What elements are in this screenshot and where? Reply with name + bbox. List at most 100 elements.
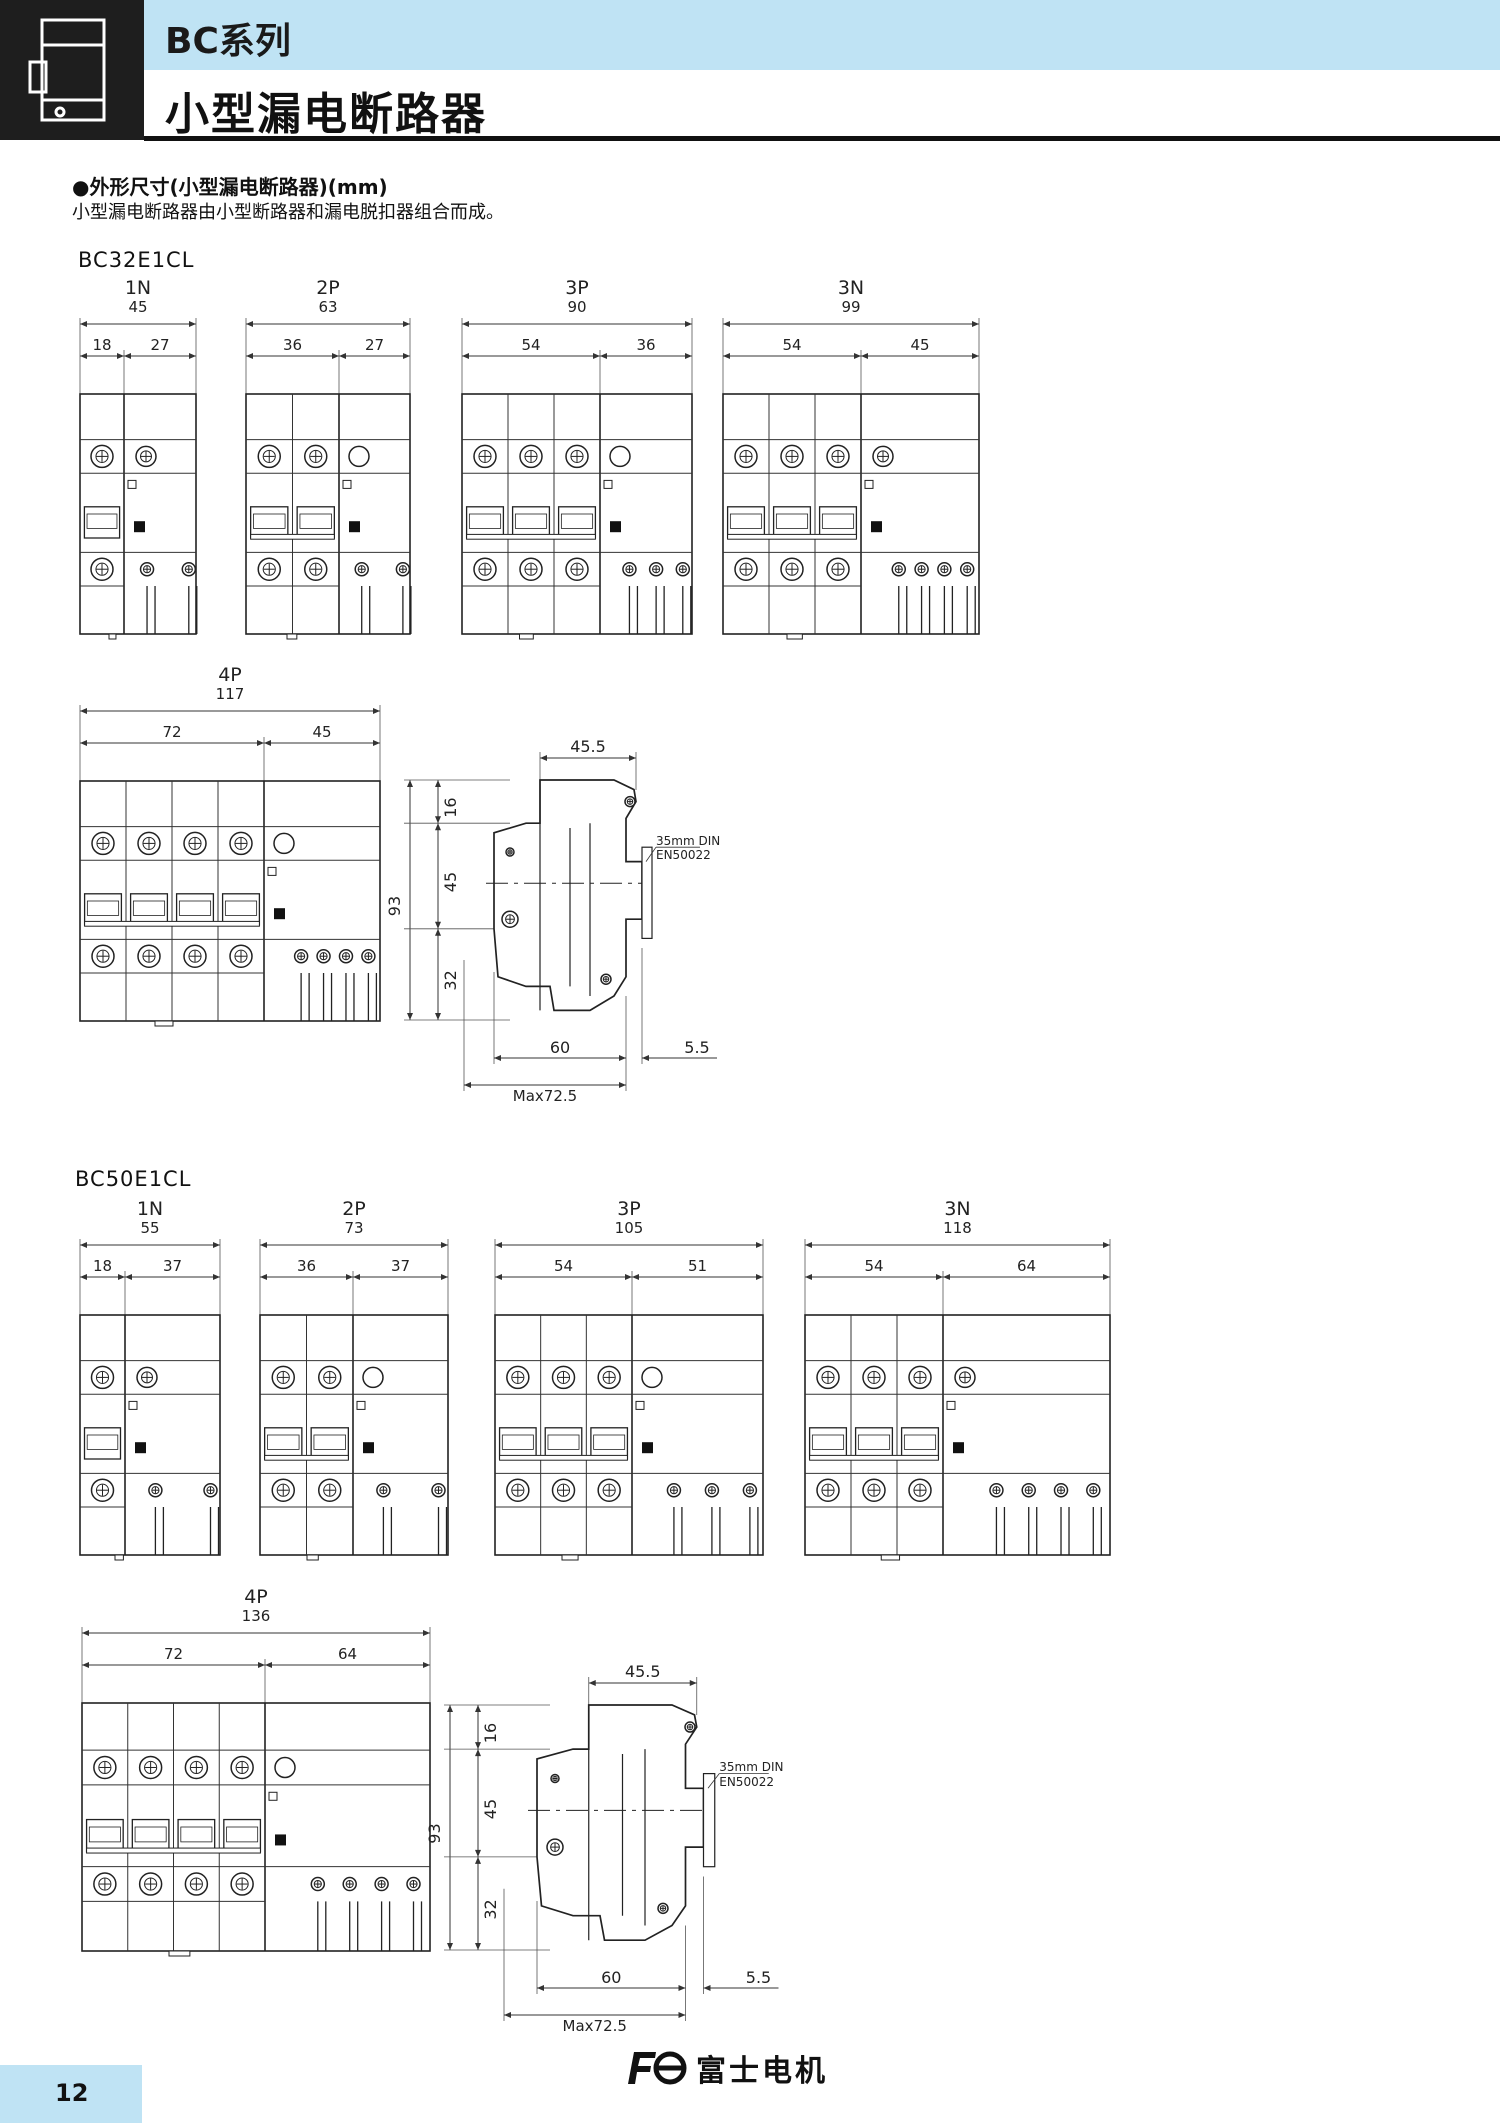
screw-head [867,1483,881,1497]
screw-head [505,914,515,925]
width-60-label: 60 [601,1968,621,1987]
arrowhead [593,353,600,359]
handle-grip [178,900,212,916]
arrowhead [1103,1274,1110,1280]
screw-head [507,849,513,855]
handle-grip [226,1826,259,1843]
screw-head [913,1370,927,1384]
handle-grip [253,513,286,529]
handle-grip [821,513,855,529]
screw-head [511,1483,525,1497]
test-label-mark [356,1400,366,1410]
screw-head [409,1879,418,1889]
arrowhead [257,740,264,746]
arrowhead [189,353,196,359]
screw-head [235,1877,249,1891]
total-width-label: 90 [567,298,586,316]
mcb-width-label: 72 [162,723,181,741]
screw-head [262,449,276,463]
breaker-handle [818,506,858,539]
handle-grip [86,513,118,529]
arrowhead [407,1013,413,1020]
test-button [362,1366,384,1389]
indicator-square [871,521,882,533]
arrowhead [642,1055,649,1061]
pole-label: 3N [944,1198,970,1220]
screw-head [831,562,845,576]
screw-head [262,562,276,576]
test-label-mark [342,479,352,489]
arrowhead [346,1274,353,1280]
screw-head [96,836,110,850]
page-number: 12 [55,2079,89,2107]
arrowhead [619,1055,626,1061]
brand-logo: 富士电机 [622,2046,828,2090]
screw-head [550,1842,560,1852]
handle-tie-bar [809,1454,939,1461]
breaker-handle [129,893,169,926]
screw-head [602,975,610,983]
handle-grip [299,513,332,529]
handle-tie-bar [466,533,596,540]
height-top-label: 16 [481,1723,500,1743]
test-label-mark [267,866,277,876]
screw-head [1024,1486,1033,1495]
screw-head [184,565,193,574]
handle-grip [224,900,258,916]
arrowhead [805,1274,812,1280]
indicator-square [953,1442,964,1454]
breaker-handle [296,506,335,539]
screw-head [142,836,156,850]
screw-head [669,1486,678,1495]
arrowhead [441,1242,448,1248]
test-button [609,445,631,468]
breaker-side-profile [536,1704,705,1942]
handle-grip [593,1434,626,1450]
section-heading: ●外形尺寸(小型漏电断路器)(mm) [72,175,388,199]
clip-tab [306,1554,319,1561]
arrowhead [462,321,469,327]
breaker-handle [85,1818,124,1853]
arrowhead [435,928,441,936]
arrowhead [703,1985,711,1991]
indicator-square [610,521,621,533]
arrowhead [537,1985,544,1991]
screw-head [821,1370,835,1384]
screw-head [831,449,845,463]
arrowhead [373,708,380,714]
handle-tie-bar [727,533,857,540]
screw-head [434,1486,443,1495]
total-width-label: 73 [344,1219,363,1237]
arrowhead [494,1055,501,1061]
screw-head [234,949,248,963]
arrowhead [353,1274,360,1280]
test-label-mark [635,1400,645,1410]
handle-grip [132,900,166,916]
clip-tab [561,1554,579,1561]
screw-head [1089,1486,1098,1495]
breaker-handle [854,1427,894,1460]
width-60-label: 60 [550,1038,570,1057]
clip-tab [519,633,534,640]
header-divider [144,136,1500,141]
clip-tab [786,633,803,640]
screw-head [739,449,753,463]
din-standard-label: EN50022 [719,1775,774,1789]
rcd-width-label: 36 [636,336,655,354]
screw-head [867,1370,881,1384]
clip-tab [880,1554,901,1561]
mcb-width-label: 18 [93,1257,112,1275]
screw-head [570,449,584,463]
breaker-handle [83,893,123,926]
arrowhead [972,321,979,327]
screw-head [478,449,492,463]
screw-head [959,1371,971,1384]
breaker-handle [772,506,812,539]
handle-grip [88,1826,121,1843]
screw-head [556,1370,571,1384]
